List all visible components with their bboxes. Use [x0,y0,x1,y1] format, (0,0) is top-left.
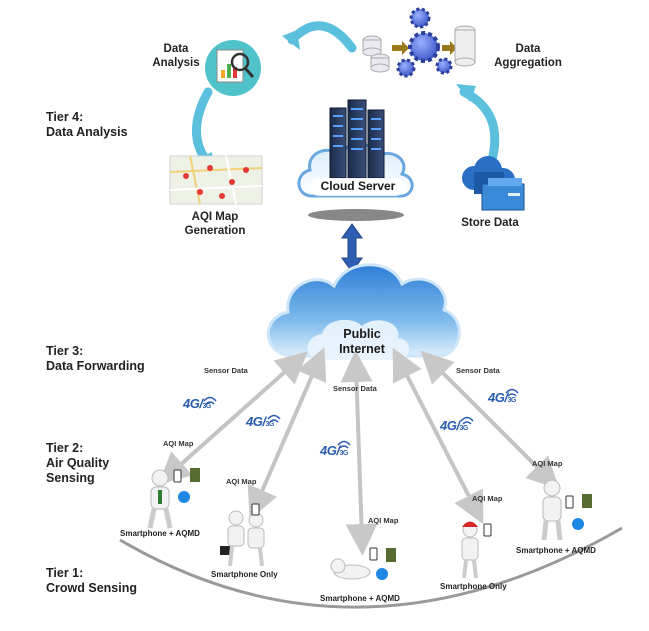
aqi-map-thumbnail [169,155,263,205]
network-badge-1: 4G/3G [183,396,211,411]
data-analysis-icon [205,40,261,96]
link-device-2 [247,347,327,520]
tier-2-label: Tier 2: Air Quality Sensing [46,441,110,485]
data-aggregation-label: Data Aggregation [494,43,562,69]
link-device-5 [420,350,560,490]
ground-arc [119,526,623,609]
cycle-arrow-aggregation-to-analysis [282,21,357,53]
person-device-4 [461,521,492,579]
aqi-map-label-1: AQI Map [163,439,194,448]
network-badge-3: 4G/3G [320,443,348,458]
tier-4-label: Tier 4: Data Analysis [46,110,128,139]
badge-4g: 4G [183,396,200,411]
link-device-4 [392,347,484,525]
device-label-1: Smartphone + AQMD [120,529,200,538]
badge-3g: 3G [507,397,516,404]
badge-4g: 4G [320,443,337,458]
aqi-map-label-4: AQI Map [472,494,503,503]
person-device-5 [541,479,592,541]
badge-4g: 4G [488,390,505,405]
cloud-server-label: Cloud Server [320,179,396,193]
badge-3g: 3G [459,425,468,432]
aqi-map-label-5: AQI Map [532,459,563,468]
person-device-2 [220,503,265,567]
device-label-4: Smartphone Only [440,582,507,591]
badge-3g: 3G [265,421,274,428]
badge-3g: 3G [202,403,211,410]
store-data-icon [462,156,525,211]
data-aggregation-icon [362,7,476,78]
data-links [158,347,560,556]
store-data-label: Store Data [461,217,519,229]
device-label-5: Smartphone + AQMD [516,546,596,555]
device-label-3: Smartphone + AQMD [320,594,400,603]
person-device-1 [147,468,200,529]
sensor-data-label-2: Sensor Data [333,384,377,393]
badge-4g: 4G [246,414,263,429]
network-badge-4: 4G/3G [440,418,468,433]
wifi-icons [203,388,519,449]
public-internet-cloud [266,263,461,360]
tier-3-label: Tier 3: Data Forwarding [46,344,145,373]
tier-1-label: Tier 1: Crowd Sensing [46,566,137,595]
link-device-3 [340,350,378,556]
cycle-arrow-store-to-aggregation [456,84,500,165]
sensor-data-label-1: Sensor Data [204,366,248,375]
cloud-server-icon [297,99,414,221]
sensor-data-label-3: Sensor Data [456,366,500,375]
aqi-map-generation-label: AQI Map Generation [184,211,246,237]
badge-4g: 4G [440,418,457,433]
data-analysis-label: Data Analysis [152,43,200,69]
aqi-map-label-3: AQI Map [368,516,399,525]
person-device-3 [330,547,396,580]
device-label-2: Smartphone Only [211,570,278,579]
network-badge-5: 4G/3G [488,390,516,405]
badge-3g: 3G [339,450,348,457]
aqi-map-label-2: AQI Map [226,477,257,486]
public-internet-label: Public Internet [339,327,385,356]
network-badge-2: 4G/3G [246,414,274,429]
